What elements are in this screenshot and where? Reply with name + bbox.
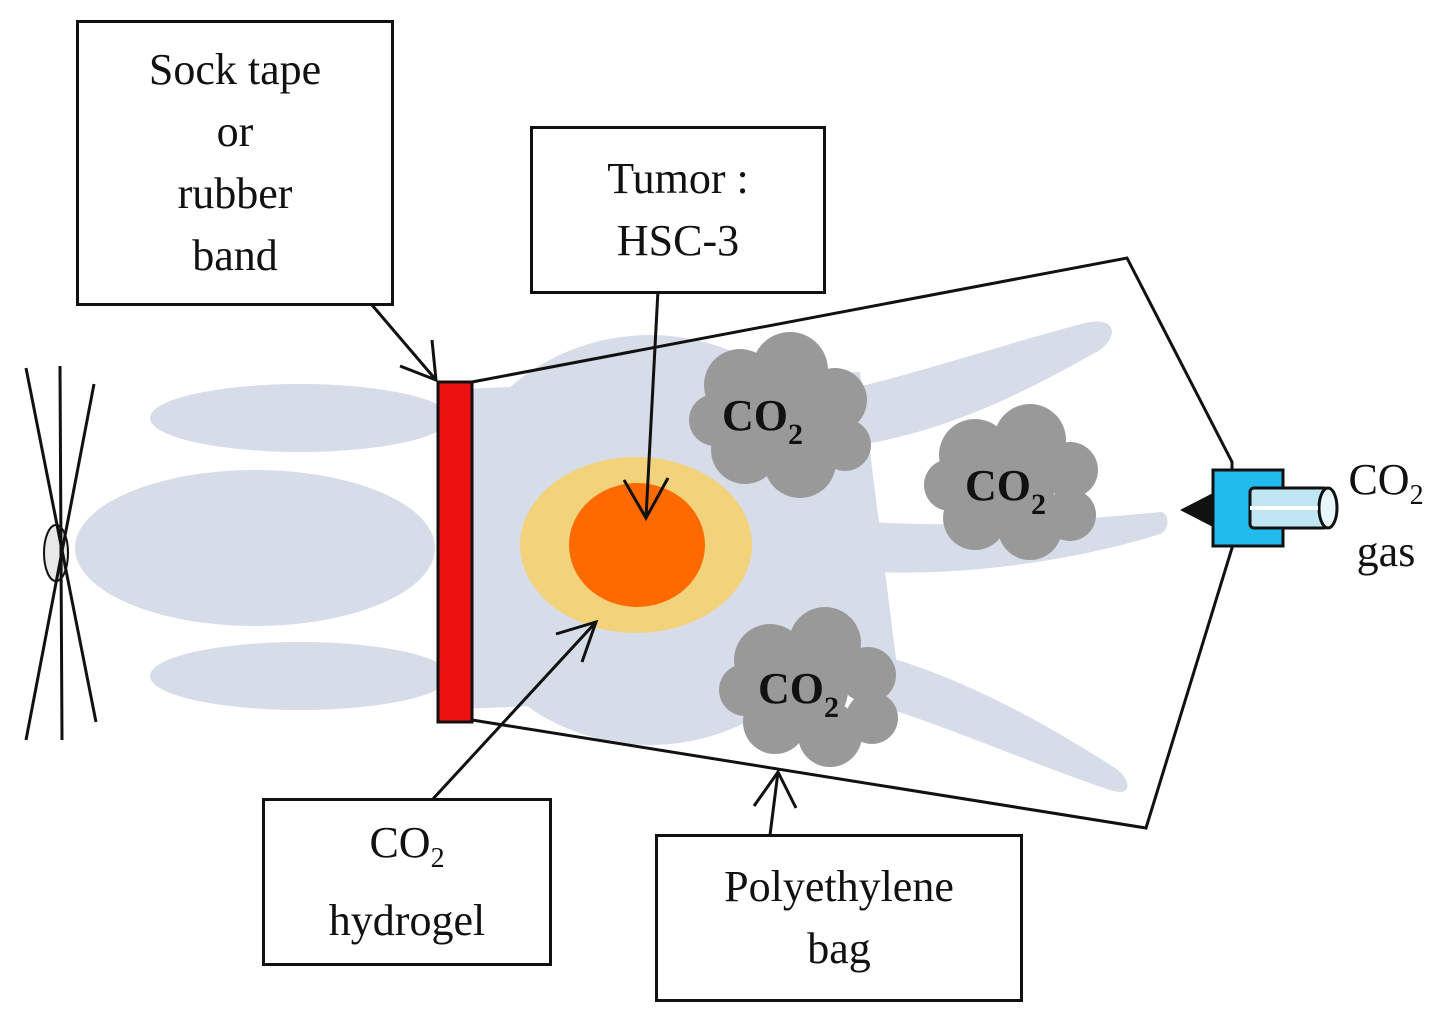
co2-cloud-label: CO2 [758,664,839,724]
co2-cloud-label: CO2 [965,461,1046,521]
co2-cloud-label: CO2 [722,391,803,451]
hydrogel-co2-line: CO2 [369,818,445,874]
co2-cloud [924,404,1098,560]
co2-cloud [719,607,898,767]
co2-gas-label: CO2 gas [1336,452,1436,580]
bag-label-box: Polyethylene bag [655,834,1023,1002]
tumor-label-box: Tumor : HSC-3 [530,126,826,294]
sock-tape-line: Sock tape [148,45,322,94]
hydrogel-label-box: CO2 hydrogel [262,798,552,966]
sock-tape-line: or [216,107,254,156]
sock-tape-line: rubber [177,169,293,218]
sock-tape-band [436,380,474,724]
gas-word: gas [1356,526,1416,576]
tumor-hsc3 [569,483,705,607]
bag-line: Polyethylene [724,862,954,911]
sock-tape-label-box: Sock tape or rubber band [76,20,394,306]
hydrogel-word: hydrogel [328,895,486,945]
mouse-whiskers [24,365,98,741]
tumor-line: HSC-3 [616,216,740,265]
sock-tape-line: band [192,231,278,280]
gas-tube-end [1317,486,1339,530]
leader-arrows [370,289,798,836]
gas-inlet-arrow [1180,492,1215,528]
co2-cloud [689,332,871,498]
tumor-line: Tumor : [607,154,749,203]
gas-co2-line: CO2 [1348,455,1424,511]
bag-line: bag [807,924,871,973]
